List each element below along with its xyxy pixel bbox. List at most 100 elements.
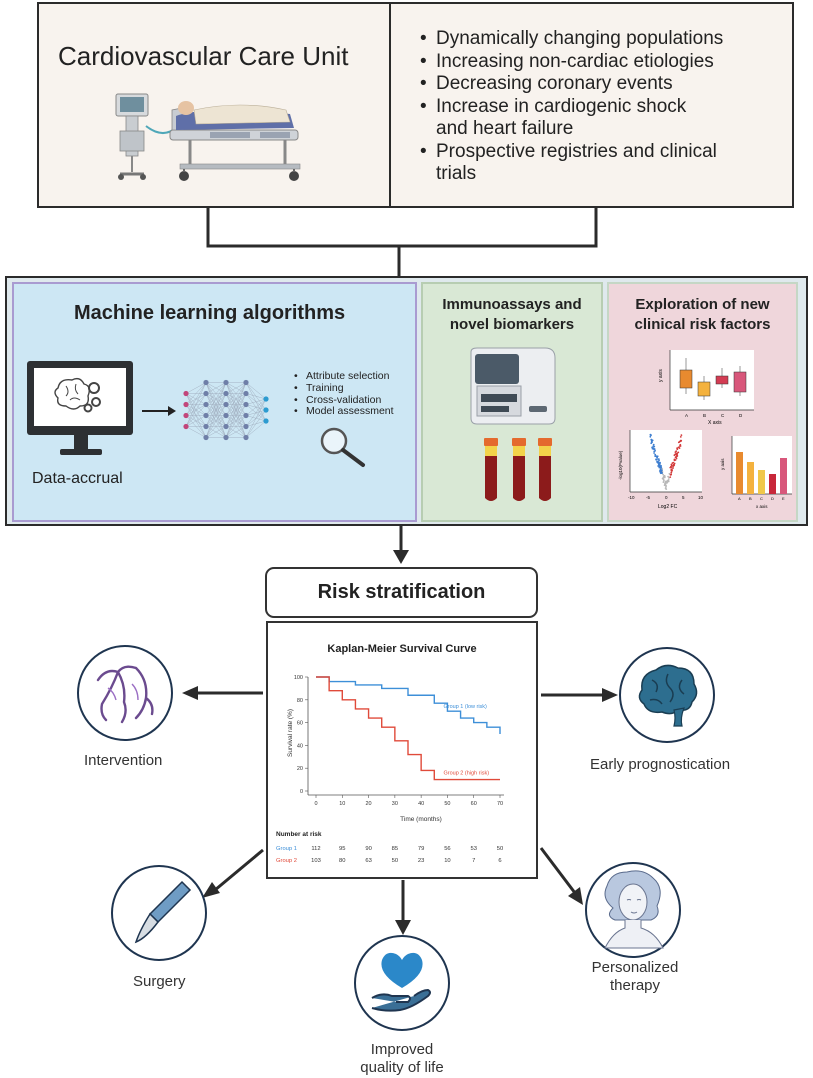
risk-stratification-box <box>265 567 538 618</box>
km-risk-cell: 53 <box>470 846 476 852</box>
km-x-tick-label: 30 <box>392 801 398 807</box>
volcano-tick: -10 <box>628 495 635 500</box>
volcano-point <box>670 470 673 472</box>
volcano-point <box>650 438 653 441</box>
volcano-point <box>649 434 652 436</box>
volcano-point <box>657 458 659 460</box>
volcano-point <box>677 441 680 444</box>
km-risk-table-title: Number at risk <box>276 831 322 838</box>
volcano-point <box>674 453 677 456</box>
km-risk-cell: 7 <box>472 858 475 864</box>
ml-steps: •Attribute selection •Training •Cross-va… <box>294 370 394 418</box>
volcano-point <box>670 465 672 468</box>
volcano-tick: 0 <box>665 495 668 500</box>
boxplot-cat: A <box>685 413 688 418</box>
km-risk-cell: 112 <box>311 846 320 852</box>
volcano-point <box>656 461 659 464</box>
km-x-tick-label: 70 <box>497 801 503 807</box>
ccu-bullet: •Increasing non-cardiac etiologies <box>420 50 714 72</box>
km-risk-cell: 50 <box>392 858 398 864</box>
km-risk-cell: 90 <box>365 846 371 852</box>
volcano-point <box>676 455 679 457</box>
km-y-tick-label: 0 <box>300 789 303 795</box>
bar-cat: B <box>749 496 752 501</box>
km-chart-panel <box>266 621 538 879</box>
km-risk-cell: 50 <box>497 846 503 852</box>
nn-node <box>203 379 209 386</box>
nn-node <box>223 390 229 397</box>
km-risk-cell: 56 <box>444 846 450 852</box>
nn-node <box>263 418 269 424</box>
bar-cat: A <box>738 496 741 501</box>
data-accrual-label: Data-accrual <box>32 470 123 487</box>
ccu-bullet: •Dynamically changing populations <box>420 28 724 49</box>
ccu-bullet: •Decreasing coronary events <box>420 73 673 94</box>
ccu-bullets: •Dynamically changing populations •Incre… <box>412 28 782 186</box>
volcano-point <box>657 465 659 467</box>
nn-node <box>223 423 229 430</box>
volcano-point <box>655 458 658 461</box>
nn-node <box>183 423 189 430</box>
ml-arrow <box>142 406 176 416</box>
nn-node <box>203 434 209 441</box>
volcano-point <box>651 439 654 442</box>
ml-step: •Cross-validation <box>294 393 382 406</box>
volcano-point <box>649 435 652 438</box>
km-x-tick-label: 50 <box>444 801 450 807</box>
volcano-point <box>672 461 675 464</box>
km-y-tick-label: 60 <box>297 721 303 727</box>
volcano-tick: 5 <box>682 495 685 500</box>
volcano-point <box>665 488 668 490</box>
km-x-tick-label: 40 <box>418 801 424 807</box>
ccu-bullet-continuation: and heart failure <box>436 118 574 139</box>
nn-node <box>203 412 209 419</box>
quality-label-1: Improved <box>370 1041 434 1058</box>
ml-step: •Training <box>294 381 344 394</box>
nn-node <box>243 434 249 441</box>
volcano-ylabel: -log10(Pvalue) <box>618 450 623 480</box>
km-x-tick-label: 60 <box>471 801 477 807</box>
volcano-point <box>670 473 672 476</box>
volcano-point <box>665 485 667 488</box>
km-xlabel: Time (months) <box>400 816 442 823</box>
km-risk-row-label: Group 1 <box>276 846 297 852</box>
nn-node <box>183 412 189 419</box>
volcano-point <box>662 473 664 476</box>
volcano-point <box>668 472 671 475</box>
nn-node <box>183 401 189 408</box>
immuno-title-1: Immunoassays and <box>442 296 582 313</box>
km-series-line <box>316 676 501 734</box>
volcano-point <box>680 434 683 436</box>
km-series-line <box>316 676 500 781</box>
nn-node <box>263 407 269 413</box>
volcano-point <box>661 468 664 470</box>
volcano-point <box>665 484 667 487</box>
volcano-point <box>660 464 662 467</box>
volcano-point <box>677 451 680 454</box>
ccu-bullet: •Prospective registries and clinical <box>420 140 717 162</box>
nn-node <box>223 379 229 386</box>
volcano-mini-chart: -log10(Pvalue) -10 -5 0 5 10 Log2 FC <box>618 430 704 510</box>
bar-cat: C <box>760 496 763 501</box>
personalized-label-1: Personalized <box>591 959 679 976</box>
volcano-tick: 10 <box>698 495 704 500</box>
risk-factors-title-1: Exploration of new <box>635 296 770 313</box>
km-risk-cell: 23 <box>418 858 424 864</box>
nn-node <box>203 401 209 408</box>
top-connector <box>206 208 598 276</box>
ccu-divider <box>389 2 391 208</box>
heart-hand-icon <box>371 952 431 1012</box>
volcano-point <box>676 448 679 451</box>
km-series-label: Group 1 (low risk) <box>443 704 487 710</box>
nn-node <box>203 423 209 430</box>
volcano-point <box>659 468 662 471</box>
km-risk-cell: 80 <box>339 858 345 864</box>
bar-ylabel: y axis <box>720 458 725 470</box>
icu-bed-illustration <box>115 93 301 181</box>
boxplot-ylabel: y axis <box>658 369 664 382</box>
volcano-point <box>679 443 682 446</box>
ml-title: Machine learning algorithms <box>74 302 346 324</box>
nn-node <box>223 401 229 408</box>
km-risk-row-label: Group 2 <box>276 858 297 864</box>
